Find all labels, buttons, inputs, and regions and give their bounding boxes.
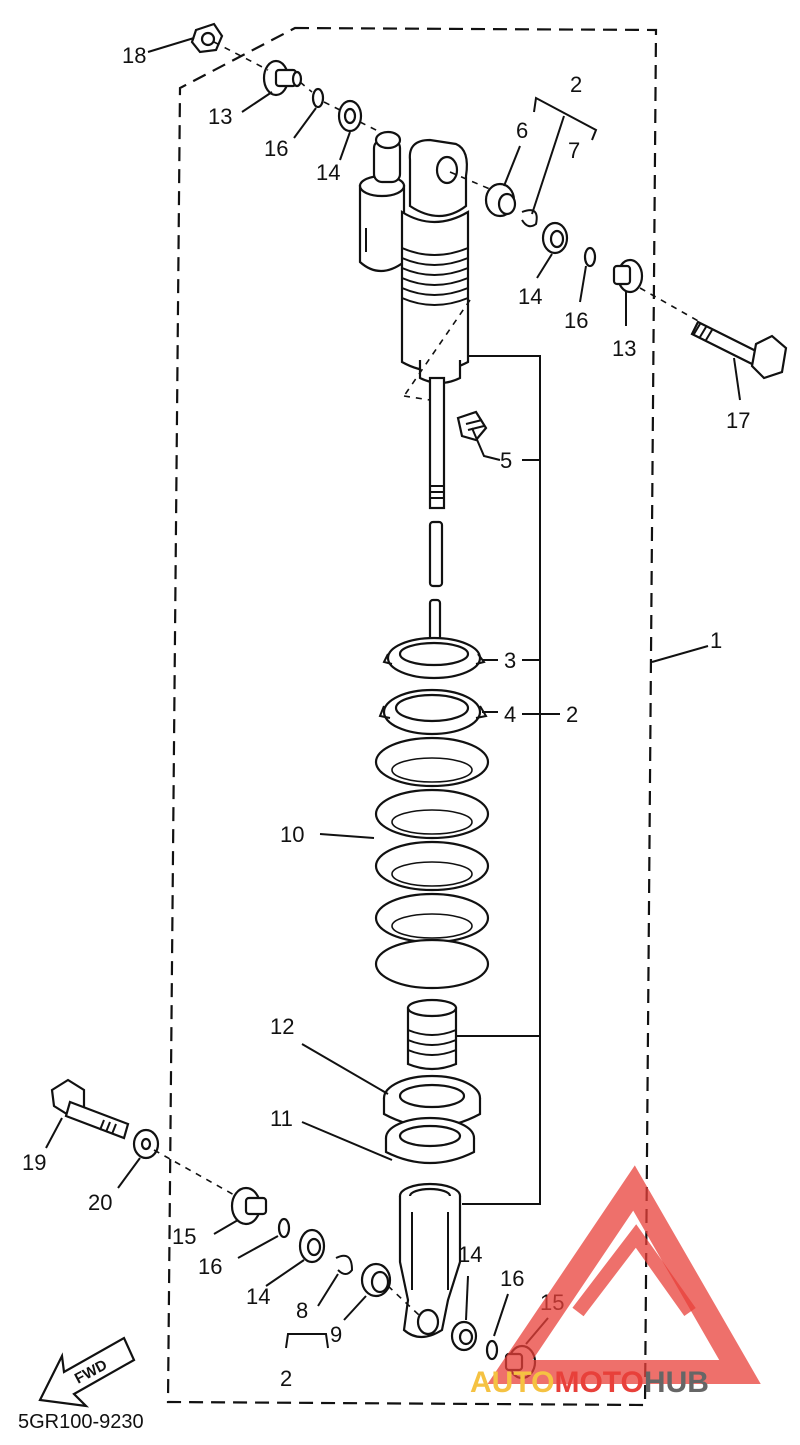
label-5: 5 xyxy=(500,448,512,473)
lower-clevis xyxy=(398,1182,462,1339)
label-19: 19 xyxy=(22,1150,46,1175)
label-12: 12 xyxy=(270,1014,294,1039)
label-2-top: 2 xyxy=(570,72,582,97)
label-13-right: 13 xyxy=(612,336,636,361)
bump-stop xyxy=(406,998,458,1071)
label-1: 1 xyxy=(710,628,722,653)
label-10: 10 xyxy=(280,822,304,847)
label-3: 3 xyxy=(504,648,516,673)
lock-nuts xyxy=(378,636,488,736)
label-11: 11 xyxy=(270,1106,293,1131)
watermark-logo-icon xyxy=(487,1165,761,1384)
assembly-boundary xyxy=(166,26,658,1407)
svg-text:AUTOMOTOHUB: AUTOMOTOHUB xyxy=(470,1366,709,1399)
adjuster-part-5 xyxy=(456,410,488,442)
label-2-mid: 2 xyxy=(566,702,578,727)
shock-upper-body xyxy=(358,130,470,510)
label-6: 6 xyxy=(516,118,528,143)
label-15-left: 15 xyxy=(172,1224,196,1249)
part-labels: 18 13 16 14 2 6 7 14 16 13 17 5 1 3 4 2 … xyxy=(22,43,750,1391)
label-16-bottom: 16 xyxy=(198,1254,222,1279)
label-18: 18 xyxy=(122,43,146,68)
label-13-top: 13 xyxy=(208,104,232,129)
automotohub-watermark: AUTOMOTOHUB xyxy=(470,1165,761,1399)
label-20: 20 xyxy=(88,1190,112,1215)
label-16-top: 16 xyxy=(264,136,288,161)
watermark-auto: AUTO xyxy=(470,1366,554,1399)
label-14-right: 14 xyxy=(518,284,542,309)
label-16-bottom-right: 16 xyxy=(500,1266,524,1291)
label-2-bottom: 2 xyxy=(280,1366,292,1391)
label-14-bottom: 14 xyxy=(246,1284,270,1309)
coil-spring xyxy=(374,736,490,990)
part-code: 5GR100-9230 xyxy=(18,1411,144,1433)
top-right-hardware xyxy=(449,171,788,380)
spring-seat-and-guide xyxy=(382,1074,482,1165)
label-9: 9 xyxy=(330,1322,342,1347)
label-14-bottom-right: 14 xyxy=(458,1242,482,1267)
label-17: 17 xyxy=(726,408,750,433)
watermark-moto: MOTO xyxy=(554,1366,643,1399)
push-rod-upper xyxy=(428,520,444,588)
label-4: 4 xyxy=(504,702,516,727)
label-8: 8 xyxy=(296,1298,308,1323)
label-16-right: 16 xyxy=(564,308,588,333)
top-left-hardware xyxy=(190,22,381,133)
watermark-hub: HUB xyxy=(644,1366,709,1399)
label-14-top: 14 xyxy=(316,160,340,185)
label-7: 7 xyxy=(568,138,580,163)
fwd-arrow-icon: FWD xyxy=(38,1336,136,1408)
